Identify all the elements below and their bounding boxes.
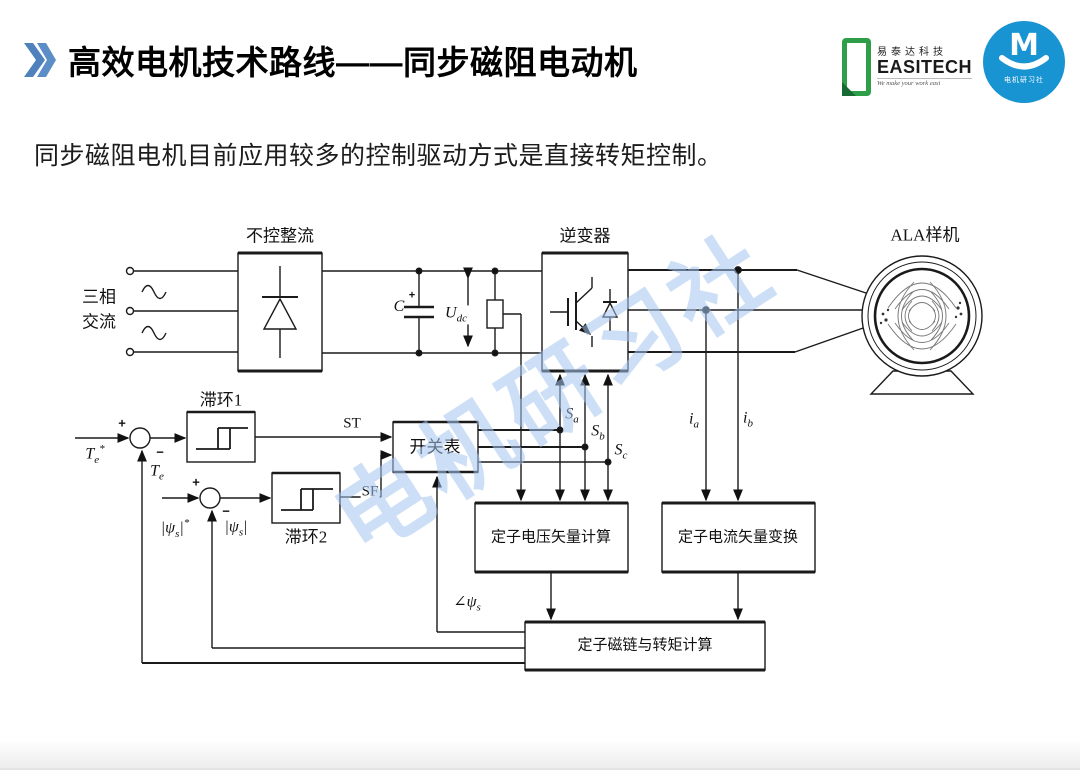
switch-table-shape [392,420,612,474]
psi-ref-label: |ψs|* [160,517,190,540]
intro-text: 同步磁阻电机目前应用较多的控制驱动方式是直接转矩控制。 [34,143,723,170]
flux-torque-calc-block-shape [524,572,766,672]
switch-table-label: 开关表 [409,437,461,457]
motor-label: ALA样机 [890,225,960,245]
easitech-cn-name: 易泰达科技 [876,47,947,59]
motor-society-logo: M 电机研习社 [983,21,1065,103]
inverter-label: 逆变器 [559,226,611,246]
junction2-plus-sign: + [192,474,200,490]
junction1-plus-sign: + [118,415,126,431]
current-calc-label: 定子电流矢量变换 [677,529,799,546]
bottom-strip [0,740,1080,770]
rectifier-label: 不控整流 [246,226,314,246]
easitech-en-name: EASITECH [876,57,972,78]
easitech-logo: 易泰达科技 EASITECH We make your work easi [842,36,972,96]
junction2-minus-sign: − [222,503,230,519]
capacitor-plus-sign: + [408,289,416,302]
torque-loop-shape [75,427,187,663]
flux-loop-shape [162,487,272,648]
easitech-door-icon [842,38,871,96]
dc-link-shape [322,267,542,502]
society-rocker-icon [999,55,1049,70]
title-chevron-icon [24,43,56,77]
hysteresis1-label: 滞环1 [199,390,243,410]
sc-label: Sc [614,441,628,462]
sf-label: SF [360,483,380,500]
psi-label: |ψs| [224,518,248,539]
psi-angle-label: ∠ψs [453,593,481,614]
sb-label: Sb [591,422,605,443]
feedback-lines-shape [142,475,525,664]
te-ref-label: Te* [85,443,105,466]
udc-label: Udc [443,304,469,325]
three-phase-label-1: 三相 [82,287,116,307]
hysteresis1-block-shape [186,410,393,463]
society-monogram: M [1009,28,1039,63]
inverter-block-shape [541,251,629,373]
flux-torque-calc-label: 定子磁链与转矩计算 [577,637,713,654]
capacitor-label: C [393,298,405,315]
easitech-tagline: We make your work easi [876,77,972,87]
three-phase-source-shape [125,266,238,357]
current-calc-block-shape [661,501,816,574]
ib-label: ib [743,409,753,430]
te-label: Te [150,462,164,483]
ia-label: ia [689,410,699,431]
slide-header: 高效电机技术路线——同步磁阻电动机 [24,36,638,84]
sa-label: Sa [565,405,579,426]
page-title: 高效电机技术路线——同步磁阻电动机 [68,44,638,81]
society-name: 电机研习社 [1004,77,1044,84]
rectifier-block-shape [237,251,323,373]
hysteresis2-label: 滞环2 [284,527,328,547]
voltage-calc-block-shape [474,501,629,574]
st-label: ST [343,415,361,432]
three-phase-label-2: 交流 [82,312,116,332]
junction1-minus-sign: − [156,444,164,460]
phase-lines-shape [628,266,867,502]
motor-shape [861,255,983,395]
gate-signal-lines-shape [555,373,613,502]
voltage-calc-label: 定子电压矢量计算 [490,529,612,546]
